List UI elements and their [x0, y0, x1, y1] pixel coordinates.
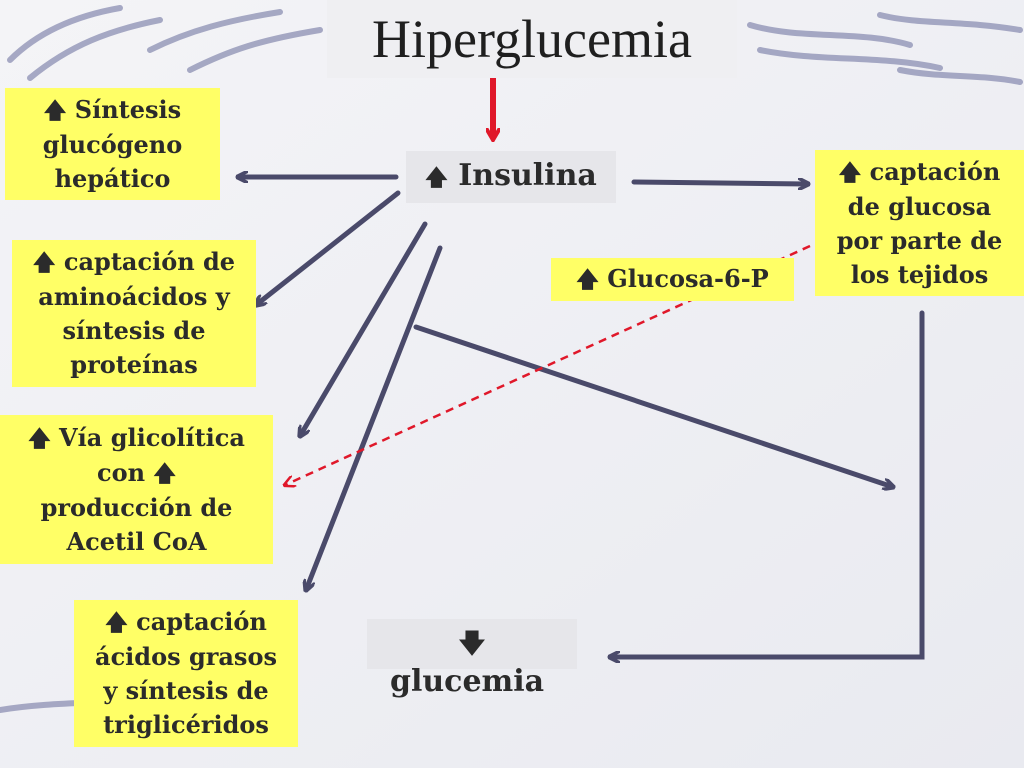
- up-arrow-icon: 🡅: [838, 159, 862, 186]
- insulina-box: 🡅 Insulina: [406, 151, 616, 203]
- line: producción de: [40, 492, 233, 522]
- down-arrow-icon: 🡇: [458, 629, 486, 659]
- arrow-to-via: [300, 221, 428, 436]
- line: triglicéridos: [103, 710, 269, 739]
- line: captación de: [63, 247, 236, 276]
- insulina-label: Insulina: [458, 158, 597, 193]
- box-captacion-tejidos: 🡅 captación de glucosa por parte de los …: [815, 150, 1024, 296]
- up-arrow-icon: 🡅: [43, 97, 67, 124]
- box-aminoacidos: 🡅 captación de aminoácidos y síntesis de…: [12, 240, 256, 387]
- line: ácidos grasos: [95, 642, 277, 671]
- line: Vía glicolítica: [59, 422, 245, 452]
- line: glucógeno: [42, 129, 183, 159]
- dashed-arrow-to-via: [285, 244, 811, 485]
- line: captación: [136, 607, 267, 636]
- line: proteínas: [70, 350, 198, 379]
- line: Acetil CoA: [66, 526, 207, 556]
- up-arrow-icon: 🡅: [105, 610, 128, 636]
- line: y síntesis de: [103, 676, 269, 705]
- up-arrow-icon: 🡅: [425, 165, 448, 191]
- line: con: [96, 457, 146, 487]
- box-via-glicolitica: 🡅 Vía glicolítica con 🡅 producción de Ac…: [0, 415, 273, 564]
- line: hepático: [54, 163, 171, 193]
- glicemia-box: 🡇: [367, 619, 577, 669]
- line: los tejidos: [850, 259, 989, 289]
- arrow-to-captacion-tejidos: [631, 182, 811, 184]
- line: síntesis de: [62, 316, 206, 345]
- up-arrow-icon: 🡅: [576, 267, 599, 293]
- box-glucosa-6-p: 🡅 Glucosa-6-P: [551, 258, 794, 301]
- line: Glucosa-6-P: [607, 264, 769, 293]
- arrow-to-right-vertical: [413, 324, 893, 487]
- line: Síntesis: [74, 94, 182, 124]
- up-arrow-icon: 🡅: [32, 250, 56, 276]
- arrow-to-aminoacidos: [256, 190, 401, 305]
- box-sintesis-glucogeno: 🡅 Síntesis glucógeno hepático: [5, 88, 220, 200]
- up-arrow-icon: 🡅: [153, 460, 177, 487]
- glicemia-label: glucemia: [390, 664, 545, 699]
- line: aminoácidos y: [38, 282, 230, 311]
- up-arrow-icon: 🡅: [28, 425, 51, 452]
- line: captación: [869, 156, 1001, 186]
- arrow-to-glucemia: [607, 310, 925, 657]
- line: de glucosa: [847, 191, 992, 221]
- arrow-to-acidos: [306, 245, 443, 590]
- page-title: Hiperglucemia: [327, 0, 737, 78]
- line: por parte de: [836, 225, 1003, 255]
- box-acidos-grasos: 🡅 captación ácidos grasos y síntesis de …: [74, 600, 298, 747]
